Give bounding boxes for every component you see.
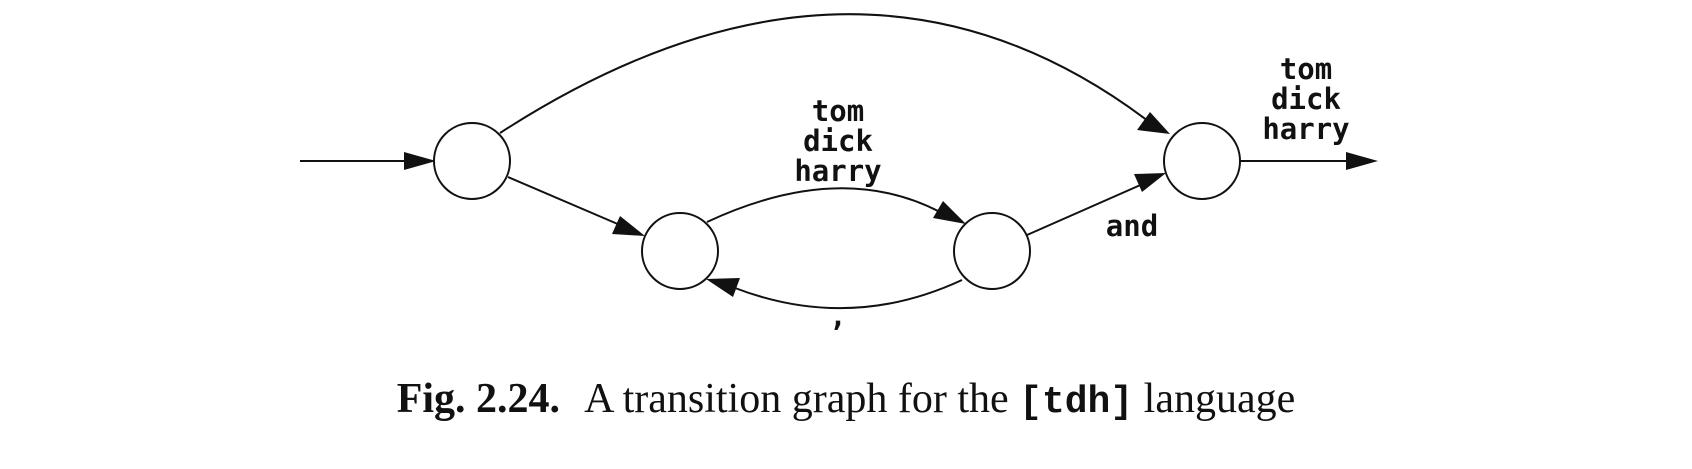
edge-names — [706, 187, 966, 224]
label-middle-dick: dick — [803, 124, 873, 158]
edge-start-to-middle-left — [507, 176, 645, 236]
caption-code: [tdh] — [1019, 381, 1134, 424]
label-separator: , — [829, 299, 846, 333]
state-middle-left — [641, 212, 719, 290]
figure-number: Fig. 2.24. — [396, 376, 561, 422]
caption-text-after: language — [1143, 376, 1296, 422]
label-final-harry: harry — [1262, 112, 1349, 146]
edge-and — [1026, 173, 1166, 236]
exit-arrow — [1240, 152, 1378, 170]
caption-text-before: A transition graph for the — [584, 376, 1009, 422]
edge-separator — [706, 278, 963, 310]
state-final — [1163, 122, 1241, 200]
label-final-dick: dick — [1271, 82, 1341, 116]
label-final-tom: tom — [1280, 52, 1332, 86]
edge-start-to-final — [499, 13, 1170, 134]
entry-arrow — [300, 152, 436, 170]
transition-graph: tom dick harry tom dick harry and , — [300, 13, 1378, 333]
label-middle-tom: tom — [812, 94, 864, 128]
state-middle-right — [953, 212, 1031, 290]
figure-caption: Fig. 2.24. A transition graph for the [td… — [0, 375, 1692, 424]
label-and: and — [1106, 209, 1158, 243]
state-start — [433, 122, 511, 200]
label-middle-harry: harry — [794, 154, 881, 188]
